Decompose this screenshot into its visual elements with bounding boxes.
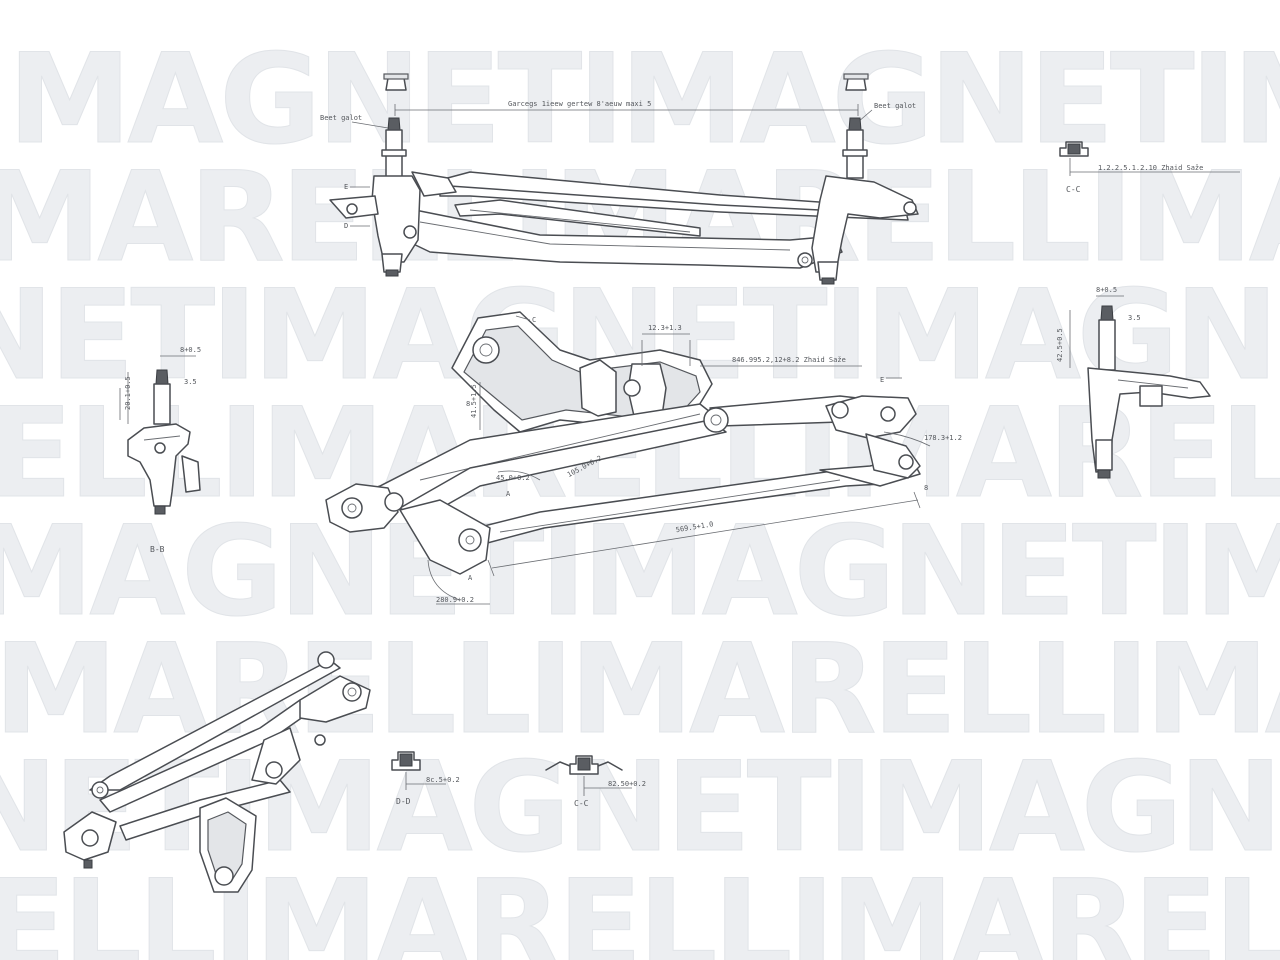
pivot-cap-right	[843, 73, 869, 91]
tag-b-top: 8	[466, 400, 470, 408]
tag-b-right: 8	[924, 484, 928, 492]
watermark-row-1: MAGNETIMAGNETIMAGNETIMAG	[8, 28, 1280, 172]
watermark-row-5: MAGNETIMAGNETIMAGNETIMAG	[0, 500, 1280, 644]
angle-c-label: 178.3+1.2	[924, 434, 962, 442]
right-pivot-shaft	[842, 117, 868, 179]
left-pivot-shaft	[381, 117, 407, 179]
section-c-c-top: 1.2.2.5.1.2.10 Zhaid Saže C-C	[1059, 141, 1240, 194]
section-bb-label: B-B	[150, 545, 165, 554]
tag-e-top: E	[880, 376, 884, 384]
top-view-linkage: 12.3+1.3 846.995.2,12+8.2 Zhaid Saže 41.…	[325, 311, 962, 605]
section-b-b: 8+0.5 20.1+0.5 3.5 B-B	[124, 346, 201, 554]
section-dd-label: D-D	[396, 797, 411, 806]
left-pivot-label: Beet galot	[320, 114, 362, 122]
section-cc-label: C-C	[1066, 185, 1081, 194]
right-dim-r: 3.5	[1128, 314, 1141, 322]
pivot-span-label: Garcegs 1ieew gertew 8'aeuw maxi 5	[508, 100, 651, 108]
section-c-c-bottom: 82.50+0.2 C-C	[545, 755, 646, 808]
angle-a-label: 45.0+0.2	[496, 474, 530, 482]
isometric-view	[63, 651, 371, 893]
tag-d-front: D	[344, 222, 348, 230]
pivot-cap-left	[383, 73, 409, 91]
top-view-dim: 846.995.2,12+8.2 Zhaid Saže	[732, 356, 846, 364]
tag-e-front: E	[344, 183, 348, 191]
tag-a-bottom: A	[468, 574, 473, 582]
right-dim-side: 42.5+0.5	[1056, 328, 1064, 362]
watermark-row-8: ELLIMARELLIMARELLIMARELLI	[0, 854, 1280, 960]
section-d-d: 8c.5+0.2 D-D	[391, 751, 460, 806]
bb-dim-side: 20.1+0.5	[124, 376, 132, 410]
watermark-row-2: MARELLIMARELLIMARELLIMARE	[0, 146, 1280, 290]
right-side-view: 8+0.5 42.5+0.5 3.5	[1056, 286, 1211, 479]
left-housing	[329, 171, 457, 277]
section-cc2-label: C-C	[574, 799, 589, 808]
bb-dim-top: 8+0.5	[180, 346, 201, 354]
small-dim-a: 12.3+1.3	[648, 324, 682, 332]
section-cc-note: 1.2.2.5.1.2.10 Zhaid Saže	[1098, 164, 1203, 172]
front-view-assembly: Garcegs 1ieew gertew 8'aeuw maxi 5 Beet …	[320, 73, 919, 285]
dd-dim: 8c.5+0.2	[426, 776, 460, 784]
watermark: MAGNETIMAGNETIMAGNETIMAG MARELLIMARELLIM…	[0, 28, 1280, 960]
bb-dim-r: 3.5	[184, 378, 197, 386]
right-dim-top: 8+0.5	[1096, 286, 1117, 294]
tag-c-top: C	[532, 316, 536, 324]
bottom-dim-label: 280.9+0.2	[436, 596, 474, 604]
cc2-dim: 82.50+0.2	[608, 780, 646, 788]
right-pivot-label: Beet galot	[874, 102, 916, 110]
tag-a-top: A	[506, 490, 511, 498]
small-dim-b: 41.5+1.5	[470, 384, 478, 418]
right-housing	[797, 175, 919, 285]
